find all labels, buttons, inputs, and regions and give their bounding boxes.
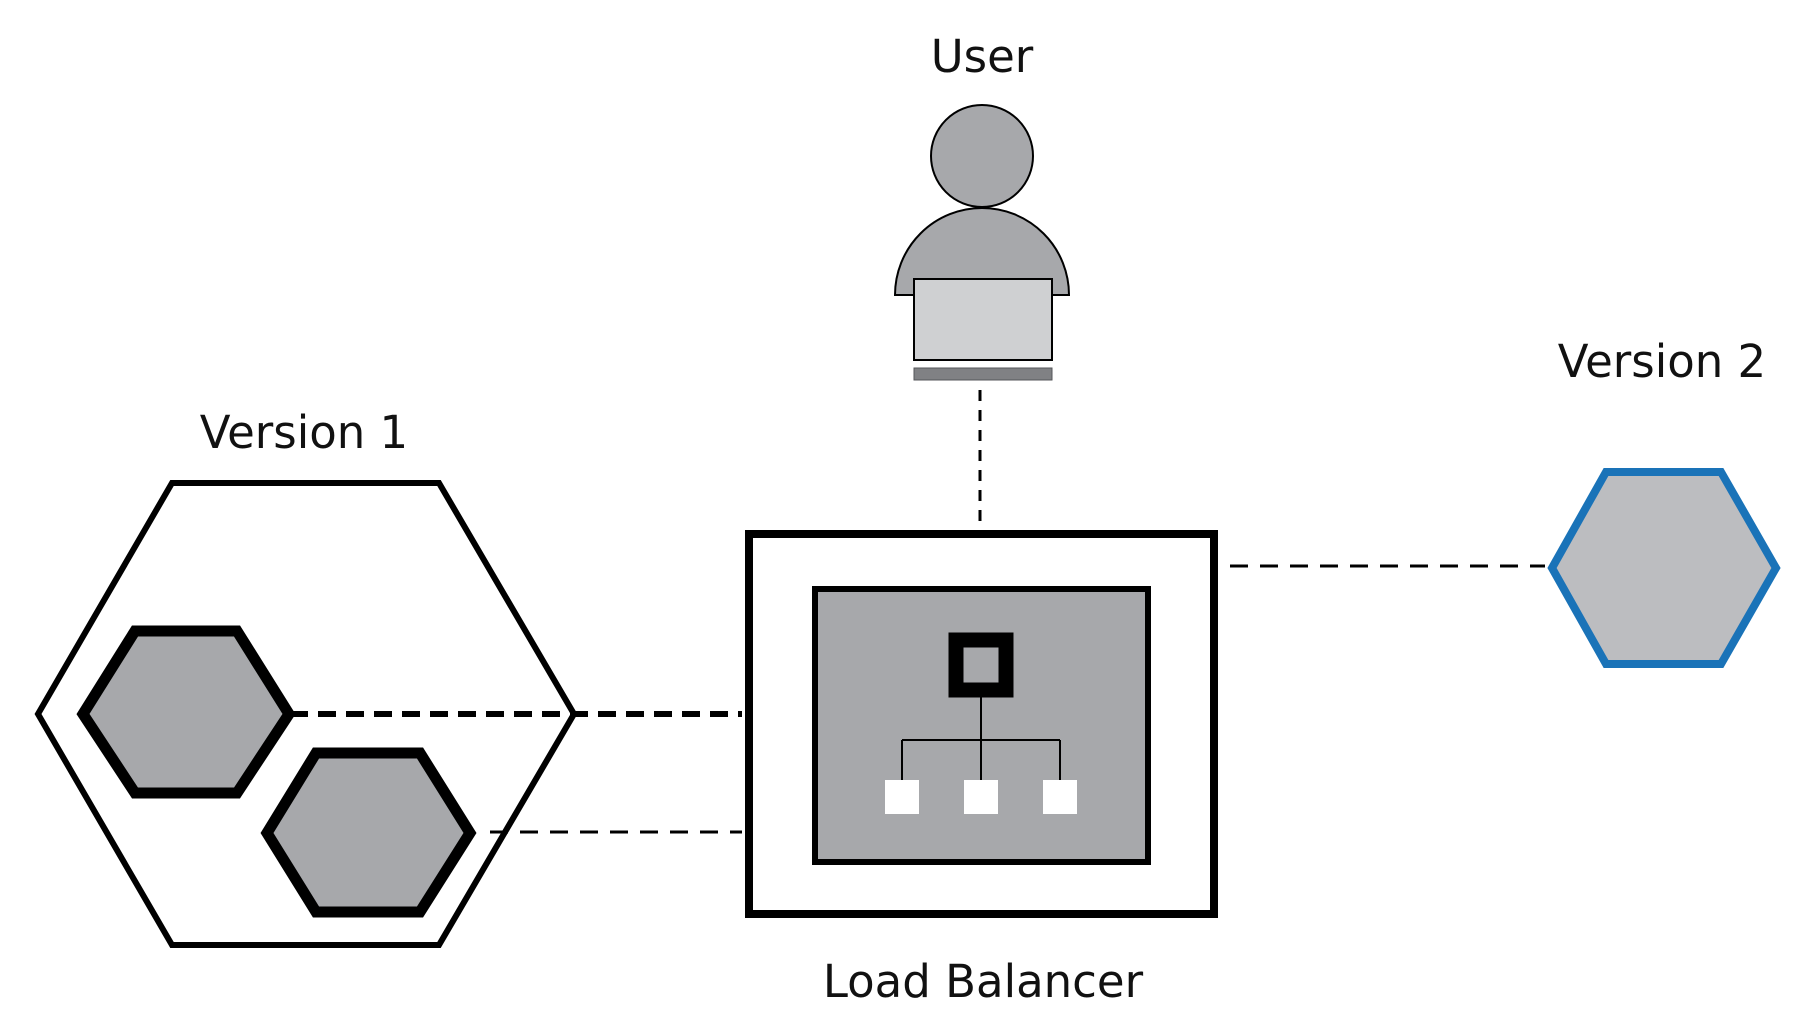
connectors <box>290 390 1545 834</box>
hierarchy-child-node-1 <box>885 780 919 814</box>
hierarchy-child-node-3 <box>1043 780 1077 814</box>
laptop-screen <box>913 278 1053 361</box>
user-label: User <box>931 30 1034 83</box>
version1-outer-hexagon <box>34 480 578 948</box>
laptop-base <box>913 367 1053 381</box>
version2-group: Version 2 <box>1547 335 1781 668</box>
user-head <box>930 104 1034 208</box>
version1-pod-1-hexagon <box>76 625 296 799</box>
version2-hexagon <box>1547 468 1781 668</box>
hierarchy-root-node <box>948 632 1014 698</box>
hierarchy-child-node-2 <box>964 780 998 814</box>
user-group: User <box>893 30 1071 381</box>
load-balancer-label: Load Balancer <box>823 955 1144 1008</box>
load-balancer-group: Load Balancer <box>745 530 1218 1008</box>
hierarchy-icon <box>885 632 1077 814</box>
version1-pod-2-hexagon <box>260 747 477 918</box>
person-with-laptop-icon <box>893 104 1071 381</box>
version1-group: Version 1 <box>34 406 578 948</box>
version2-label: Version 2 <box>1558 335 1766 388</box>
user-body <box>893 207 1071 296</box>
version1-label: Version 1 <box>200 406 408 459</box>
